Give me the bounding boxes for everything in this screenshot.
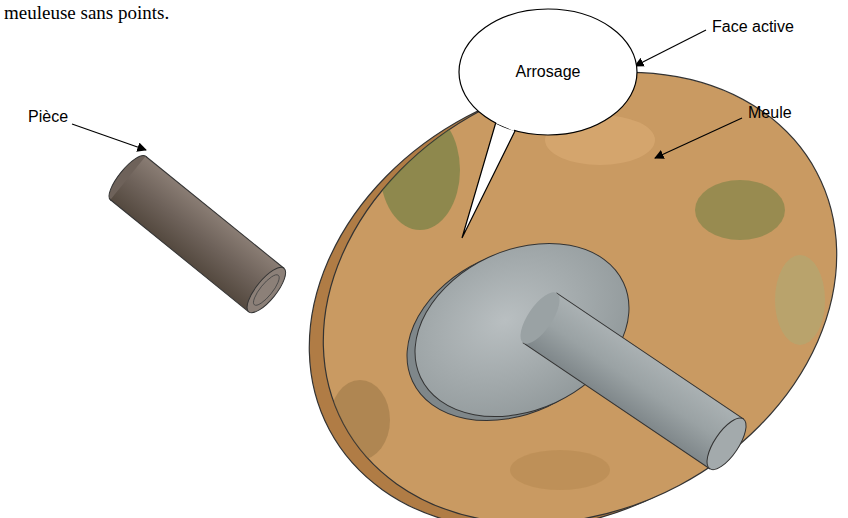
shaft xyxy=(513,286,753,475)
wheel-texture xyxy=(330,110,825,490)
bubble-ellipse xyxy=(459,9,637,135)
leader-line xyxy=(72,124,146,150)
bubble-tail xyxy=(462,123,515,238)
leader-line xyxy=(655,118,742,158)
grinding-wheel xyxy=(230,0,848,518)
part-label: Meule xyxy=(748,104,792,122)
callout-text: Arrosage xyxy=(516,63,581,81)
callout-bubble: Arrosage xyxy=(458,8,638,136)
bubble-joint xyxy=(497,122,515,130)
workpiece xyxy=(103,151,291,318)
hub-flange xyxy=(379,210,658,454)
part-label: Pièce xyxy=(28,108,68,126)
part-label: Face active xyxy=(712,18,794,36)
caption-fragment: meuleuse sans points. xyxy=(4,2,169,24)
leader-line xyxy=(635,30,706,66)
